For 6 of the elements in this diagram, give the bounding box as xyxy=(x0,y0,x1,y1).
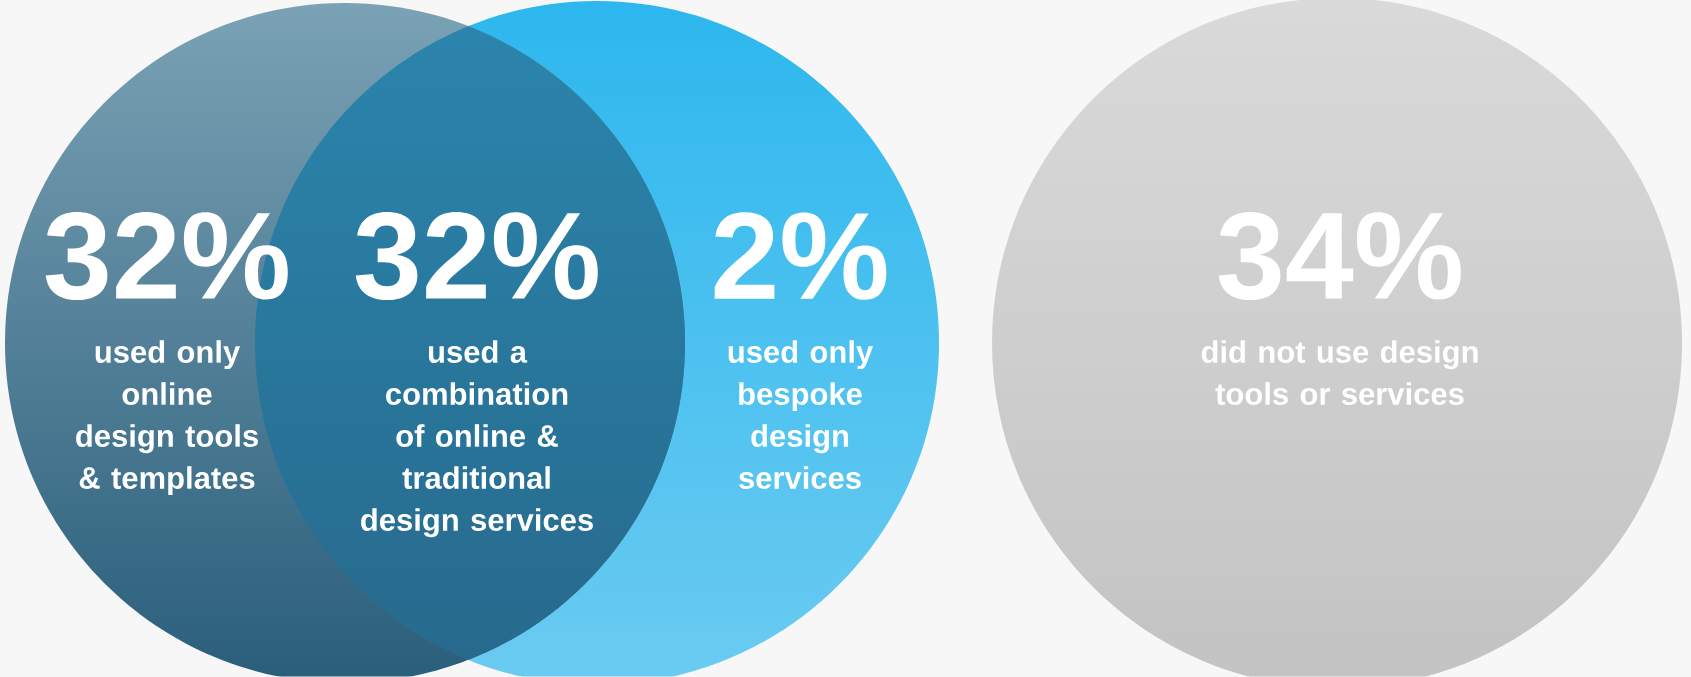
description-text: used only online design tools & templates xyxy=(76,340,258,496)
percentage-value: 32% xyxy=(355,212,598,300)
percentage-value: 32% xyxy=(45,212,288,300)
description-text: used only bespoke design services xyxy=(728,340,874,489)
percentage-value: 2% xyxy=(714,212,887,300)
description-text: used a combination of online & traditional design services xyxy=(361,340,593,538)
